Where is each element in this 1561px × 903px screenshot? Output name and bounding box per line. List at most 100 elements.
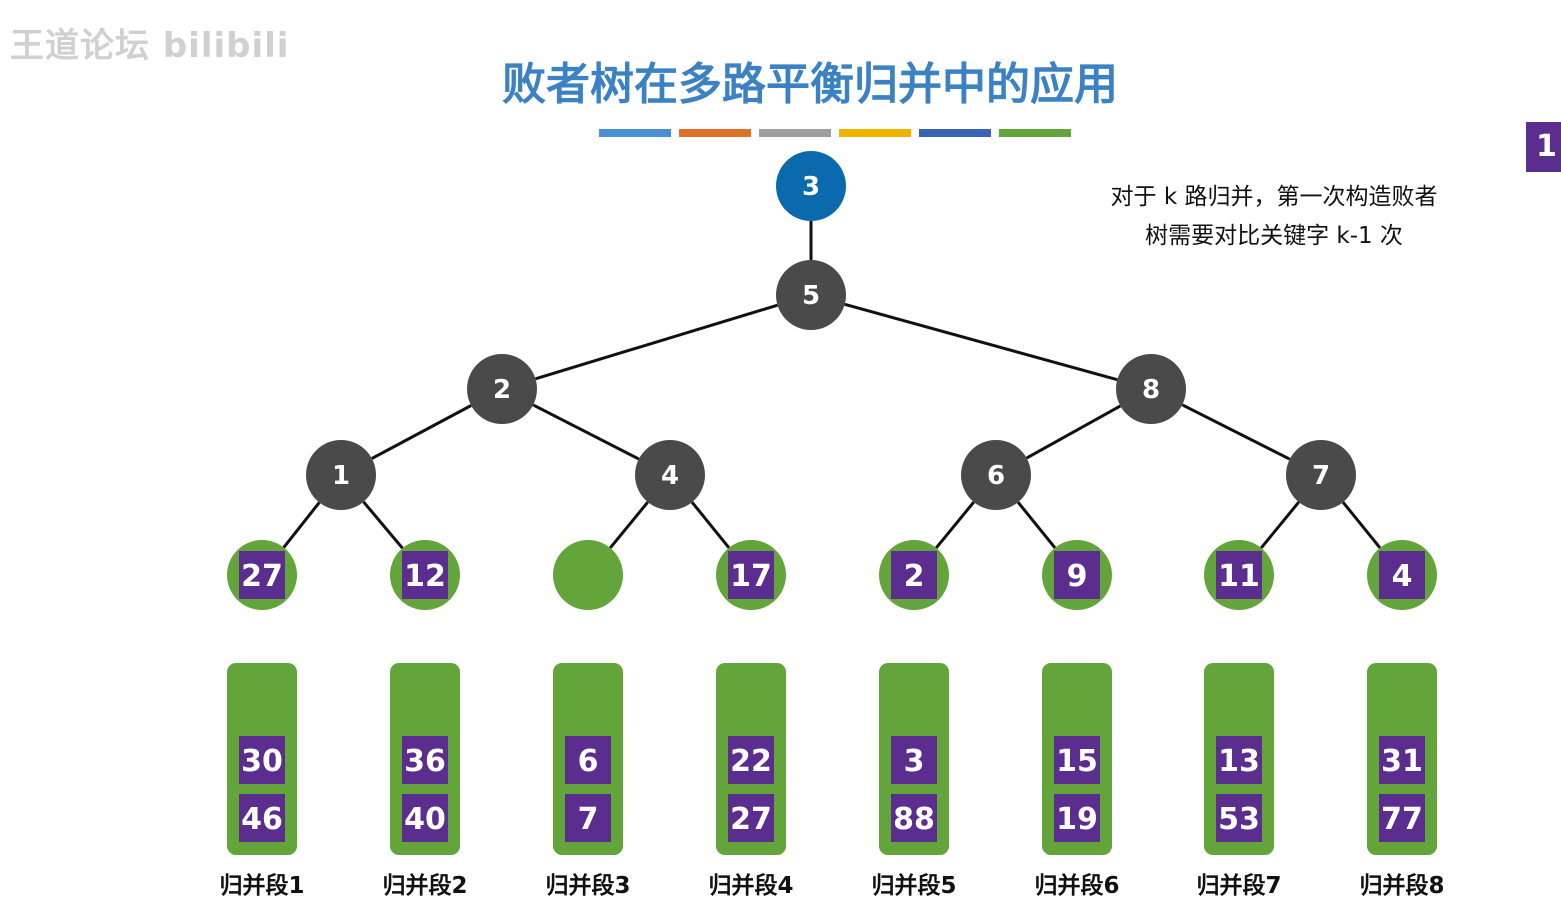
segment-label: 归并段5 — [871, 872, 956, 899]
segment-key-box — [728, 794, 774, 842]
watermark: 王道论坛 bilibili — [10, 26, 290, 66]
tree-edge — [609, 501, 649, 549]
internal-node — [635, 440, 705, 510]
segment-key-label: 27 — [730, 802, 772, 837]
segment-label: 归并段6 — [1034, 872, 1119, 899]
note-text: 对于 k 路归并，第一次构造败者 树需要对比关键字 k-1 次 — [1074, 178, 1474, 256]
segment-key-label: 6 — [578, 744, 599, 779]
leaf-key-box — [402, 551, 448, 599]
tree-edge — [935, 501, 975, 549]
merge-segment: 31 77 归并段8 — [1359, 663, 1445, 899]
segment-key-label: 22 — [730, 744, 772, 779]
tree-edge — [282, 501, 321, 549]
segment-key-box — [891, 794, 937, 842]
tree-edge — [532, 403, 640, 461]
leaf-key-label: 4 — [1392, 559, 1413, 594]
color-bar-segment — [599, 129, 671, 137]
color-bar-segment — [839, 129, 911, 137]
leaf-key-label: 11 — [1218, 559, 1260, 594]
tree-edge — [690, 501, 731, 549]
segment-key-label: 77 — [1381, 802, 1423, 837]
segment-key-label: 53 — [1218, 802, 1260, 837]
tree-edge — [362, 500, 404, 550]
segment-key-label: 19 — [1056, 802, 1098, 837]
segment-key-box — [239, 736, 285, 784]
leaf-key-label: 27 — [241, 559, 283, 594]
segment-key-label: 13 — [1218, 744, 1260, 779]
segment-key-box — [565, 794, 611, 842]
tree-edge — [1341, 501, 1382, 549]
internal-node-label: 7 — [1312, 461, 1330, 491]
leaf-key-label: 9 — [1067, 559, 1088, 594]
segment-key-label: 40 — [404, 802, 446, 837]
segment-label: 归并段7 — [1196, 872, 1281, 899]
segment-label: 归并段2 — [382, 872, 467, 899]
color-bar-segment — [679, 129, 751, 137]
color-bar-segment — [999, 129, 1071, 137]
segment-key-box — [1216, 794, 1262, 842]
segment-key-box — [402, 736, 448, 784]
segment-key-label: 30 — [241, 744, 283, 779]
segment-key-box — [565, 736, 611, 784]
page-badge: 1 — [1526, 122, 1561, 172]
leaf-key-label: 12 — [404, 559, 446, 594]
segment-key-box — [1379, 736, 1425, 784]
leaf-key-box — [1216, 551, 1262, 599]
segment-key-label: 3 — [904, 744, 925, 779]
segment-key-label: 7 — [578, 802, 599, 837]
segment-label: 归并段4 — [708, 872, 793, 899]
tree-edge — [535, 303, 778, 381]
internal-node-label: 8 — [1142, 375, 1160, 405]
note-line-1: 对于 k 路归并，第一次构造败者 — [1110, 184, 1438, 210]
leaf-key-box — [1379, 551, 1425, 599]
segment-key-box — [239, 794, 285, 842]
note-line-2: 树需要对比关键字 k-1 次 — [1145, 223, 1403, 249]
tree-edge — [371, 404, 472, 460]
segment-key-box — [402, 794, 448, 842]
merge-segment: 6 7 归并段3 — [545, 663, 631, 899]
merge-segment: 22 27 归并段4 — [708, 663, 794, 899]
root-node — [776, 151, 846, 221]
internal-node-label: 2 — [493, 375, 511, 405]
segment-label: 归并段3 — [545, 872, 630, 899]
merge-segment: 3 88 归并段5 — [871, 663, 957, 899]
segment-key-label: 88 — [893, 802, 935, 837]
internal-node — [306, 440, 376, 510]
color-bar-segment — [919, 129, 991, 137]
leaf-key-box — [728, 551, 774, 599]
segment-key-box — [1054, 794, 1100, 842]
merge-segment: 30 46 归并段1 — [219, 663, 305, 899]
internal-node — [776, 260, 846, 330]
merge-segments: 30 46 归并段1 3 6 40 归并段2 6 7 归并段3 22 27 归并段4 3 88 归并段5 15 1… — [219, 663, 1445, 899]
leaf-key-box — [1054, 551, 1100, 599]
segment-label: 归并段8 — [1359, 872, 1444, 899]
internal-node — [1286, 440, 1356, 510]
color-bar-segment — [759, 129, 831, 137]
internal-node — [467, 354, 537, 424]
leaf-key-label: 17 — [730, 559, 772, 594]
internal-node-label: 1 — [332, 461, 350, 491]
internal-node — [961, 440, 1031, 510]
segment-key-label: 15 — [1056, 744, 1098, 779]
segment-key-box — [1216, 736, 1262, 784]
internal-node-label: 4 — [661, 461, 679, 491]
tree-edge — [1260, 501, 1300, 549]
page-title: 败者树在多路平衡归并中的应用 — [502, 59, 1118, 110]
tree-edge — [1181, 403, 1291, 461]
merge-segment: 13 53 归并段7 — [1196, 663, 1282, 899]
internal-node-label: 6 — [987, 461, 1005, 491]
internal-node — [1116, 354, 1186, 424]
segment-key-box — [728, 736, 774, 784]
tree-edges — [282, 221, 1382, 550]
segment-key-box — [891, 736, 937, 784]
root-node-label: 3 — [802, 172, 820, 202]
leaf-key-box — [239, 551, 285, 599]
segment-label: 归并段1 — [219, 872, 304, 899]
segment-key-label: 46 — [241, 802, 283, 837]
segment-key-label: 31 — [1381, 744, 1423, 779]
internal-node-label: 5 — [802, 281, 820, 311]
leaf-key-box — [891, 551, 937, 599]
